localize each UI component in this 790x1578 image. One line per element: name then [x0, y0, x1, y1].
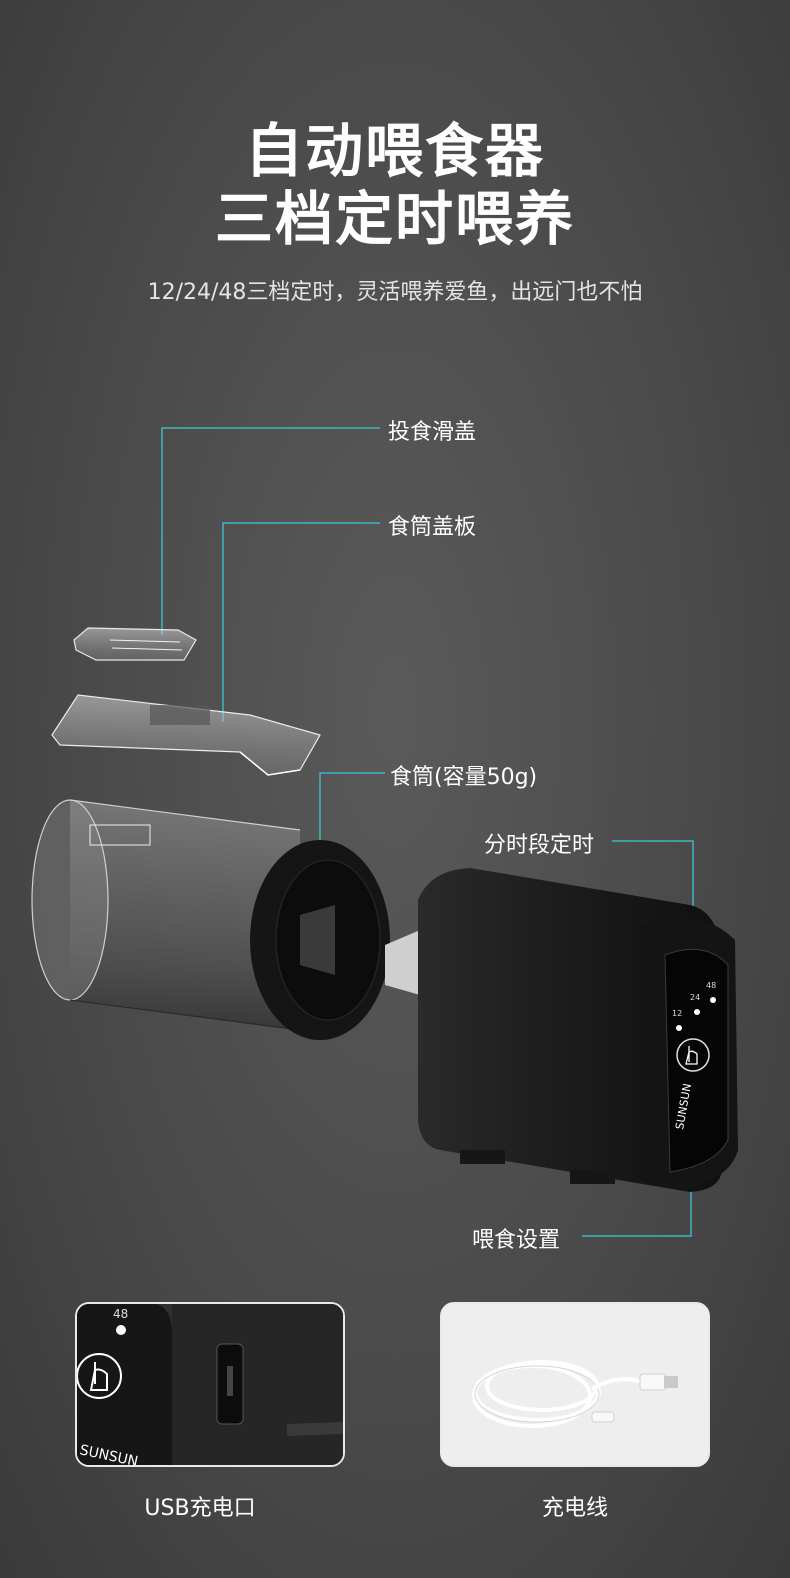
led-24: [694, 1009, 700, 1015]
thumbnail-cable: [440, 1302, 710, 1467]
product-illustration: 12 24 48 SUNSUN: [31, 427, 738, 1237]
timer-label-24: 24: [690, 993, 700, 1002]
hand-touch-icon: [685, 1046, 698, 1065]
timer-label-12: 12: [672, 1009, 682, 1018]
cable-lead: [590, 1377, 643, 1391]
touch-button-closeup: [77, 1353, 122, 1399]
callout-line-feed-setting: [582, 1175, 692, 1237]
led-48: [710, 997, 716, 1003]
caption-usb-port: USB充电口: [144, 1496, 256, 1521]
closeup-timer-label: 48: [113, 1307, 128, 1321]
callout-line-hopper: [319, 772, 385, 845]
slide-cover-part: [73, 627, 197, 661]
led-12: [676, 1025, 682, 1031]
headline-line-1: 自动喂食器: [244, 117, 545, 185]
timer-label-48: 48: [706, 981, 716, 990]
usb-c-plug: [591, 1411, 615, 1423]
main-body-part: [418, 868, 738, 1192]
hopper-tube-part: [31, 799, 390, 1040]
subtitle: 12/24/48三档定时，灵活喂养爱鱼，出远门也不怕: [147, 280, 643, 305]
usb-plug-body: [639, 1373, 667, 1391]
headline-line-2: 三档定时喂养: [214, 185, 575, 253]
thumbnail-usb-port: 48 SUNSUN: [75, 1302, 345, 1467]
label-feed-setting: 喂食设置: [472, 1228, 561, 1253]
usb-port-slot: [227, 1366, 233, 1396]
cable-shadow: [474, 1365, 600, 1423]
led-48-closeup: [116, 1325, 126, 1335]
callout-line-hopper-lid: [222, 522, 380, 722]
drive-shaft: [385, 930, 420, 995]
callout-line-slide-cover: [161, 427, 380, 635]
label-slide-cover: 投食滑盖: [388, 420, 477, 445]
touch-button[interactable]: [676, 1038, 710, 1072]
hopper-lid-part: [51, 694, 321, 776]
caption-cable: 充电线: [541, 1496, 608, 1521]
label-timer: 分时段定时: [484, 833, 595, 858]
hand-touch-icon-closeup: [89, 1362, 108, 1391]
usb-plug-tip: [664, 1376, 678, 1388]
label-hopper-lid: 食筒盖板: [388, 515, 477, 540]
label-hopper: 食筒(容量50g): [390, 765, 538, 790]
